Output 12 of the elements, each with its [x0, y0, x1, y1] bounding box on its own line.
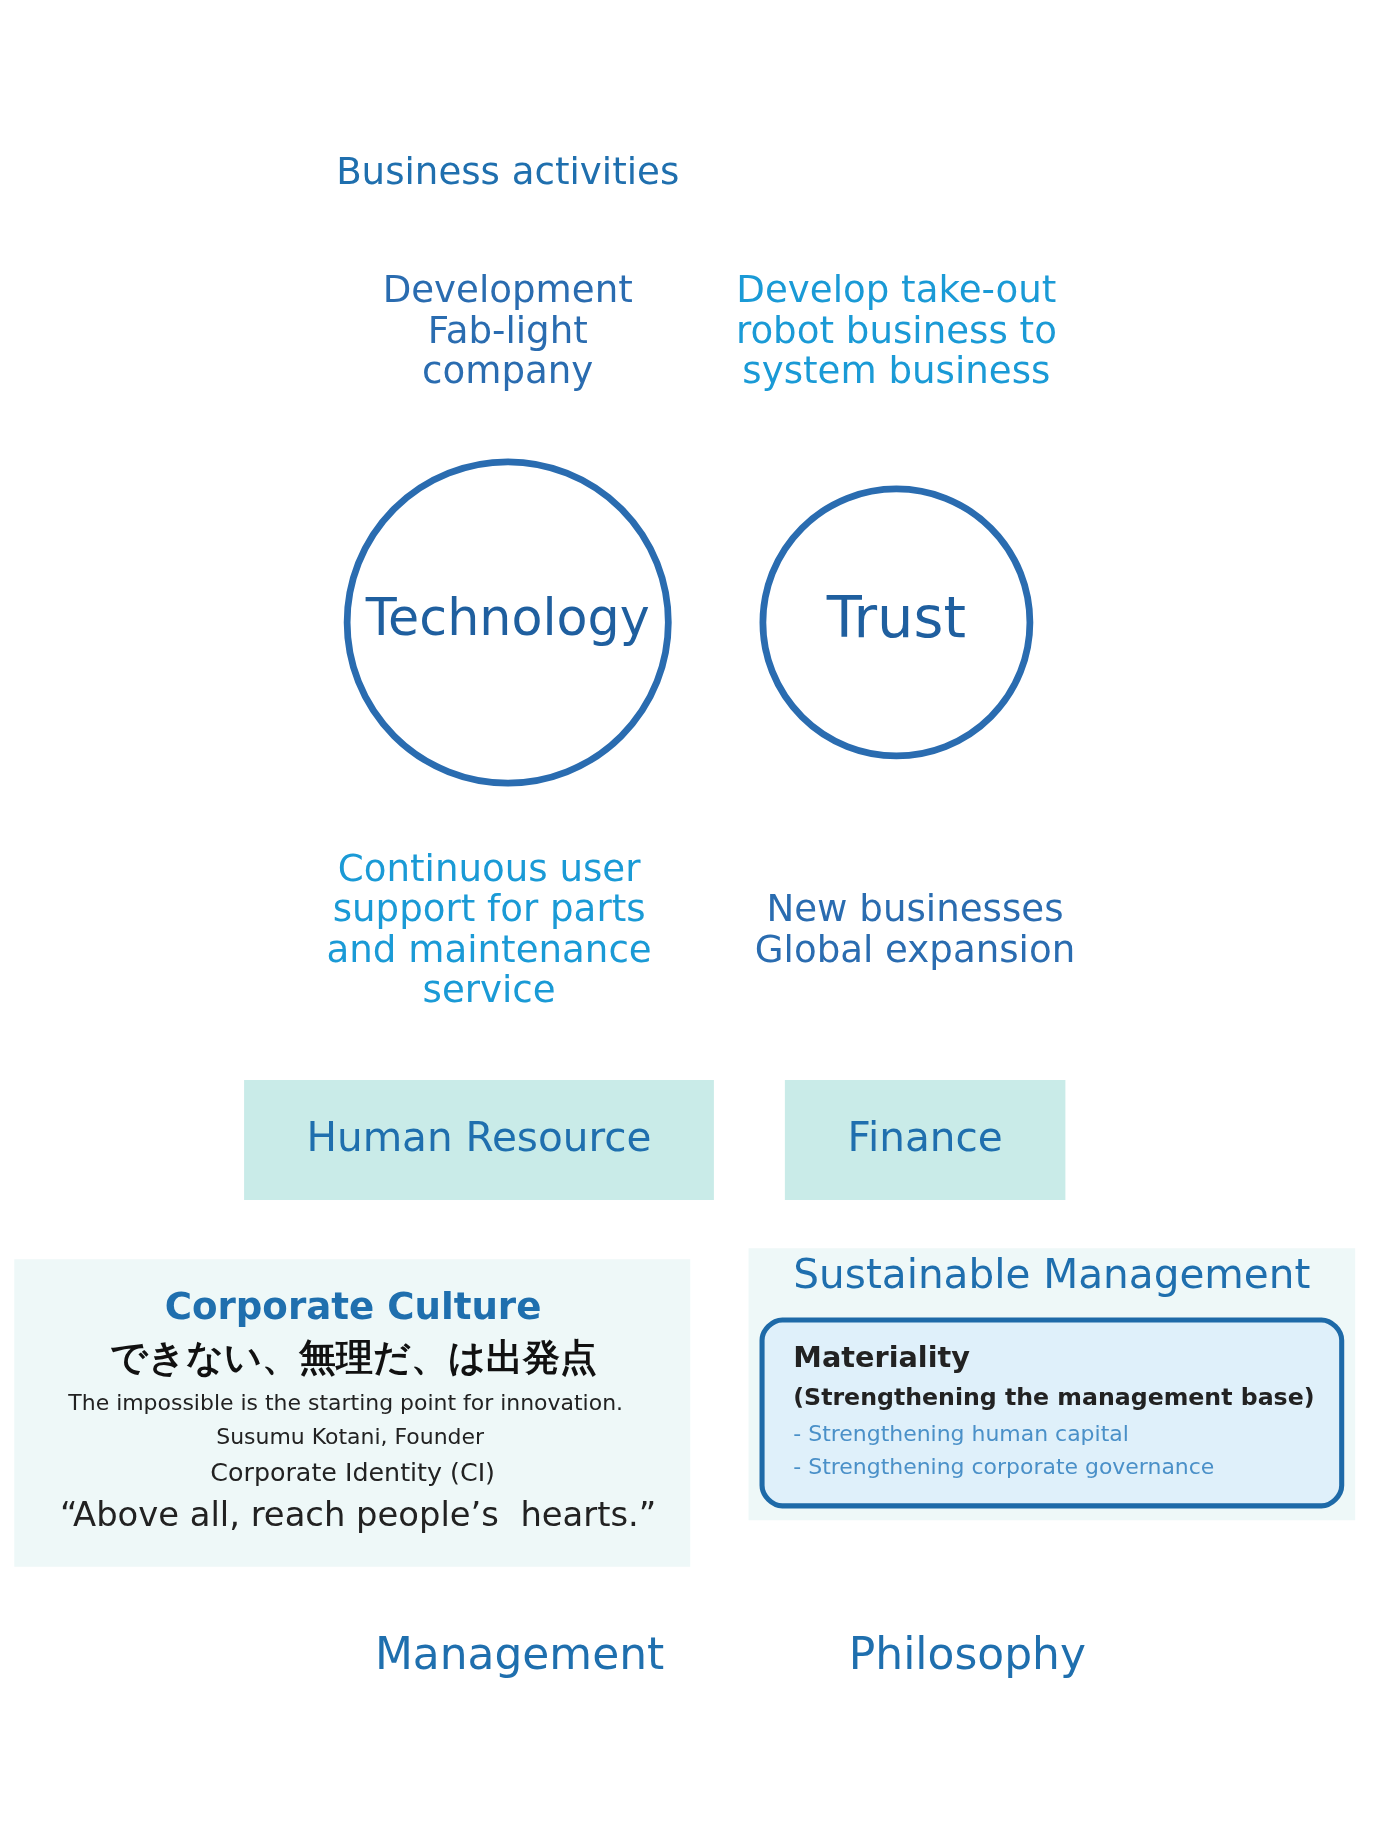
label: Business activities [336, 148, 680, 193]
node-text: Develop take-out robot business to system business [735, 266, 1057, 392]
node-circle: Technology [343, 458, 672, 786]
label: Management [374, 1627, 665, 1679]
node-text: New businesses Global expansion [754, 885, 1076, 971]
node-circle: Trust [759, 485, 1034, 759]
node-text: Continuous user support for parts and maintenance service [326, 845, 652, 1011]
node-box: Finance [784, 1079, 1066, 1200]
node-text: Development Fab-light company [382, 266, 633, 392]
node-box: Human Resource [244, 1079, 714, 1200]
node-box: Materiality (Strengthening the management base) - Strengthening human capital - Strengthening corporate governance [759, 1316, 1345, 1508]
label: Philosophy [848, 1627, 1086, 1679]
